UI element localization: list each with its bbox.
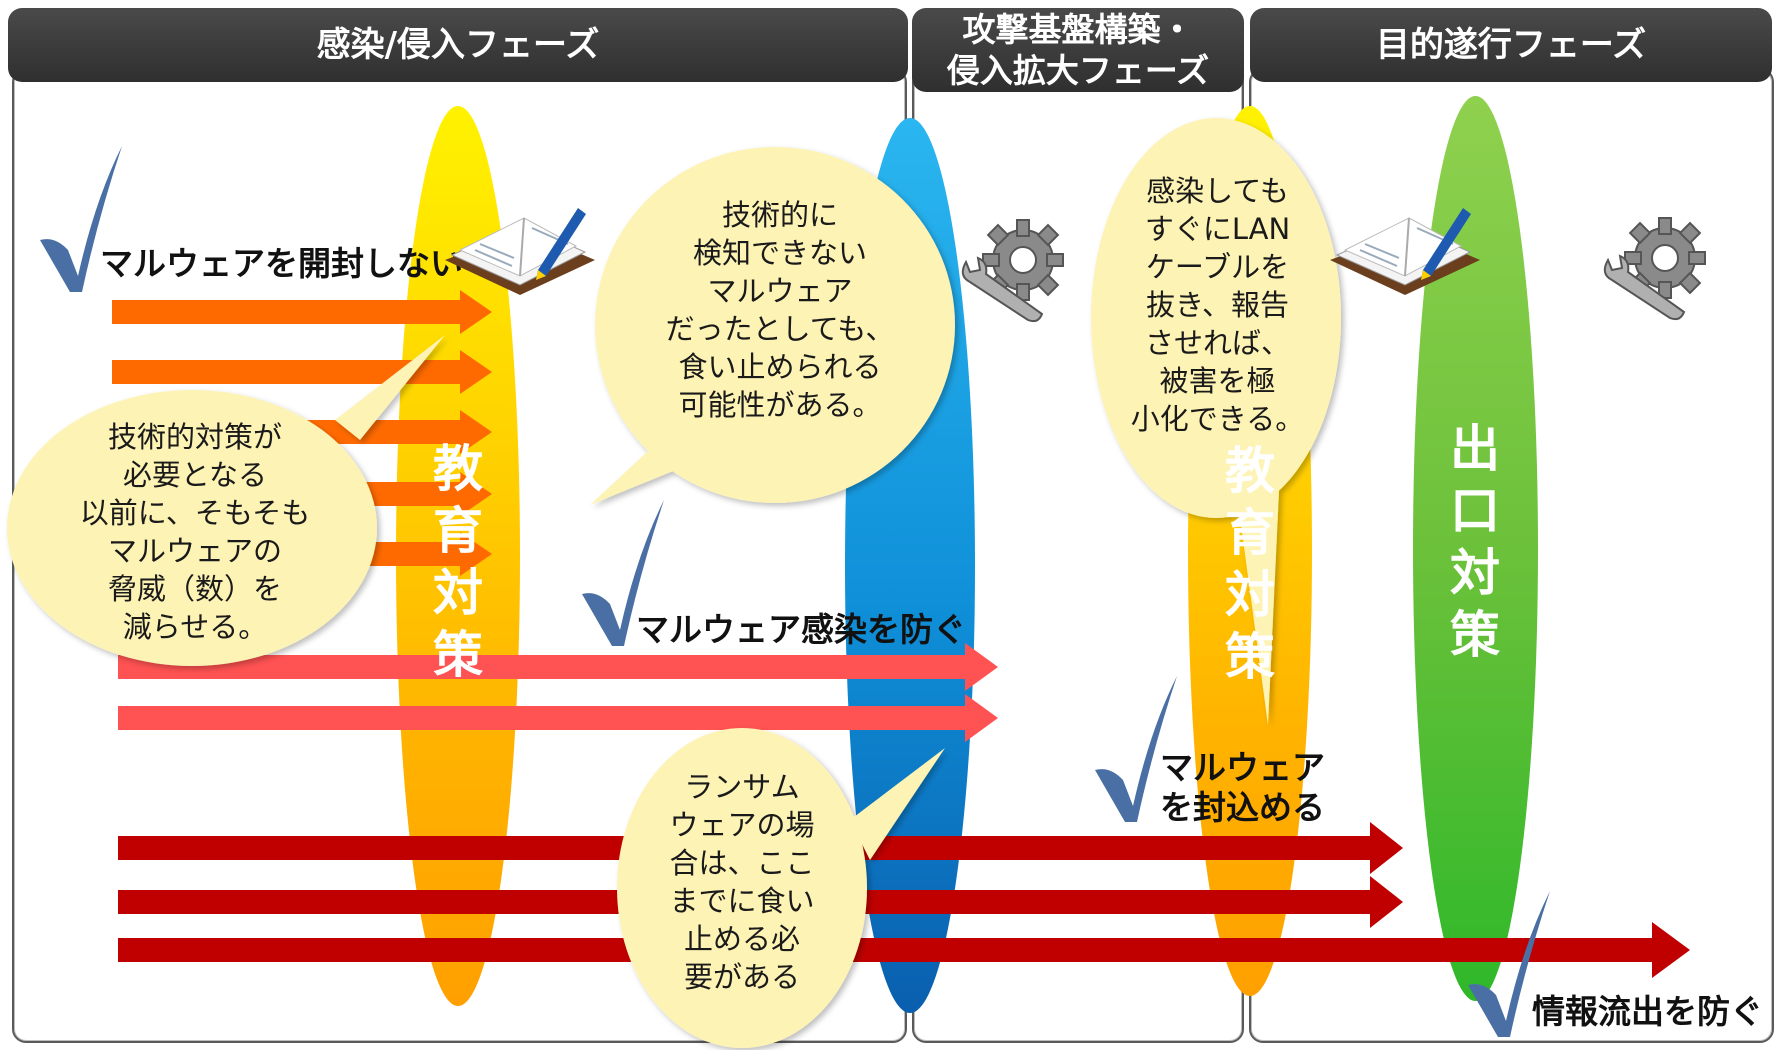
bubble-text-unplug-lan: 感染しても すぐにLAN ケーブルを 抜き、報告 させれば、 被害を極 小化でき… [1130, 174, 1305, 436]
checkmarks [40, 146, 1550, 1037]
bubble-ransomware [617, 728, 945, 1048]
salmon-arrow-1 [118, 643, 998, 691]
phase-header-objective: 目的遂行フェーズ [1250, 8, 1772, 82]
bubble-reduce-threat [7, 335, 445, 666]
bubble-text-ransomware: ランサム ウェアの場 合は、ここ までに食い 止める必 要がある [669, 770, 815, 994]
dark-red-arrow-3 [118, 922, 1690, 978]
checkmark-icon-1 [40, 146, 122, 292]
checkmark-icon-4 [1468, 891, 1550, 1037]
gear-wrench-icon [958, 212, 1073, 327]
bubble-unplug-lan [1091, 118, 1341, 725]
entry-measure-label: 入口対策 [1007, 454, 1057, 698]
phase-header-infection: 感染/侵入フェーズ [8, 8, 908, 82]
bubble-undetectable [590, 147, 955, 505]
orange-arrow-2 [112, 350, 492, 394]
bubble-text-undetectable: 技術的に 検知できない マルウェア だったとしても、 食い止められる 可能性があ… [665, 198, 895, 422]
caption-dont-open: マルウェアを開封しない [100, 244, 463, 283]
salmon-arrow-2 [118, 694, 998, 742]
bubble-text-reduce-threat: 技術的対策が 必要となる 以前に、そもそも マルウェアの 脅威（数）を 減らせる… [79, 420, 311, 644]
book-with-pen-icon [1325, 200, 1485, 330]
caption-prevent-infection: マルウェア感染を防ぐ [636, 610, 966, 649]
orange-arrow-1 [112, 290, 492, 334]
education-measure-label-1: 教育対策 [433, 440, 483, 684]
book-with-pen-icon [440, 200, 600, 330]
dark-red-arrows [118, 822, 1690, 978]
checkmark-icon-3 [1095, 676, 1177, 822]
caption-contain: マルウェア を封込める [1160, 748, 1325, 827]
exit-measure-label: 出口対策 [1450, 420, 1500, 664]
checkmark-icon-2 [582, 500, 664, 646]
education-measure-label-2: 教育対策 [1225, 442, 1275, 686]
gear-wrench-icon [1600, 210, 1715, 325]
salmon-arrows [118, 643, 998, 742]
caption-prevent-leak: 情報流出を防ぐ [1532, 992, 1763, 1031]
phase-header-expansion: 攻撃基盤構築・ 侵入拡大フェーズ [912, 8, 1244, 92]
